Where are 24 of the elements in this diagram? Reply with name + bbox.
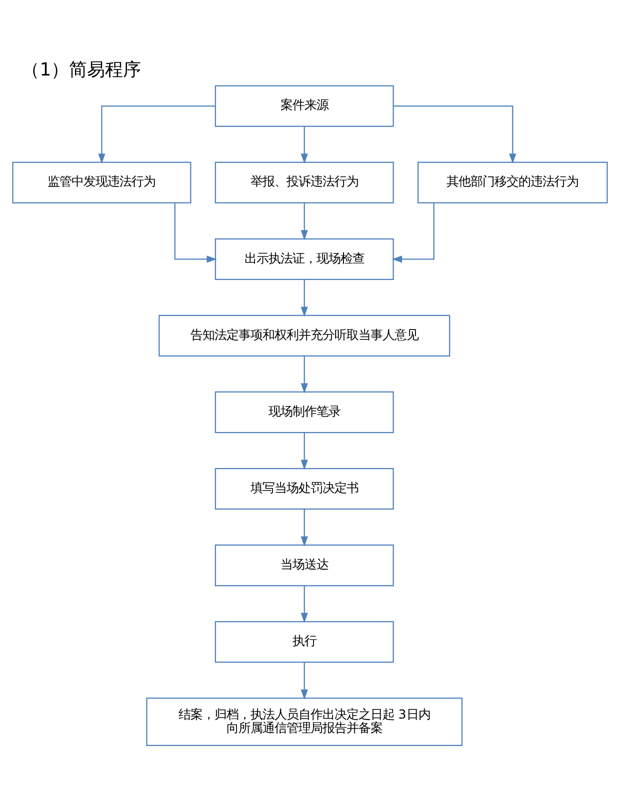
node-box: 告知法定事项和权利并充分听取当事人意见 xyxy=(158,314,450,357)
diagram-title: （1）简易程序 xyxy=(22,59,142,80)
arrow xyxy=(300,356,308,394)
node-box: 举报、投诉违法行为 xyxy=(214,162,394,204)
arrow xyxy=(392,203,434,263)
arrow xyxy=(174,203,217,263)
node-box: 监管中发现违法行为 xyxy=(12,162,192,204)
node-box: 案件来源 xyxy=(214,85,394,127)
arrow xyxy=(300,509,308,546)
node-box: 出示执法证，现场检查 xyxy=(214,238,394,280)
arrow xyxy=(394,105,516,164)
node-box: 结案，归档，执法人员自作出决定之日起 3日内向所属通信管理局报告并备案 xyxy=(146,698,463,746)
node-box: 其他部门移交的违法行为 xyxy=(418,162,608,204)
arrow xyxy=(300,432,308,470)
node-box: 填写当场处罚决定书 xyxy=(214,468,394,510)
node-box: 当场送达 xyxy=(214,544,394,586)
node-box: 执行 xyxy=(214,621,394,663)
arrow xyxy=(300,586,308,624)
arrow xyxy=(300,203,308,240)
arrow xyxy=(300,126,308,164)
arrow xyxy=(300,662,308,700)
node-box: 现场制作笔录 xyxy=(214,391,394,434)
arrow xyxy=(98,105,216,164)
arrow xyxy=(300,280,308,317)
